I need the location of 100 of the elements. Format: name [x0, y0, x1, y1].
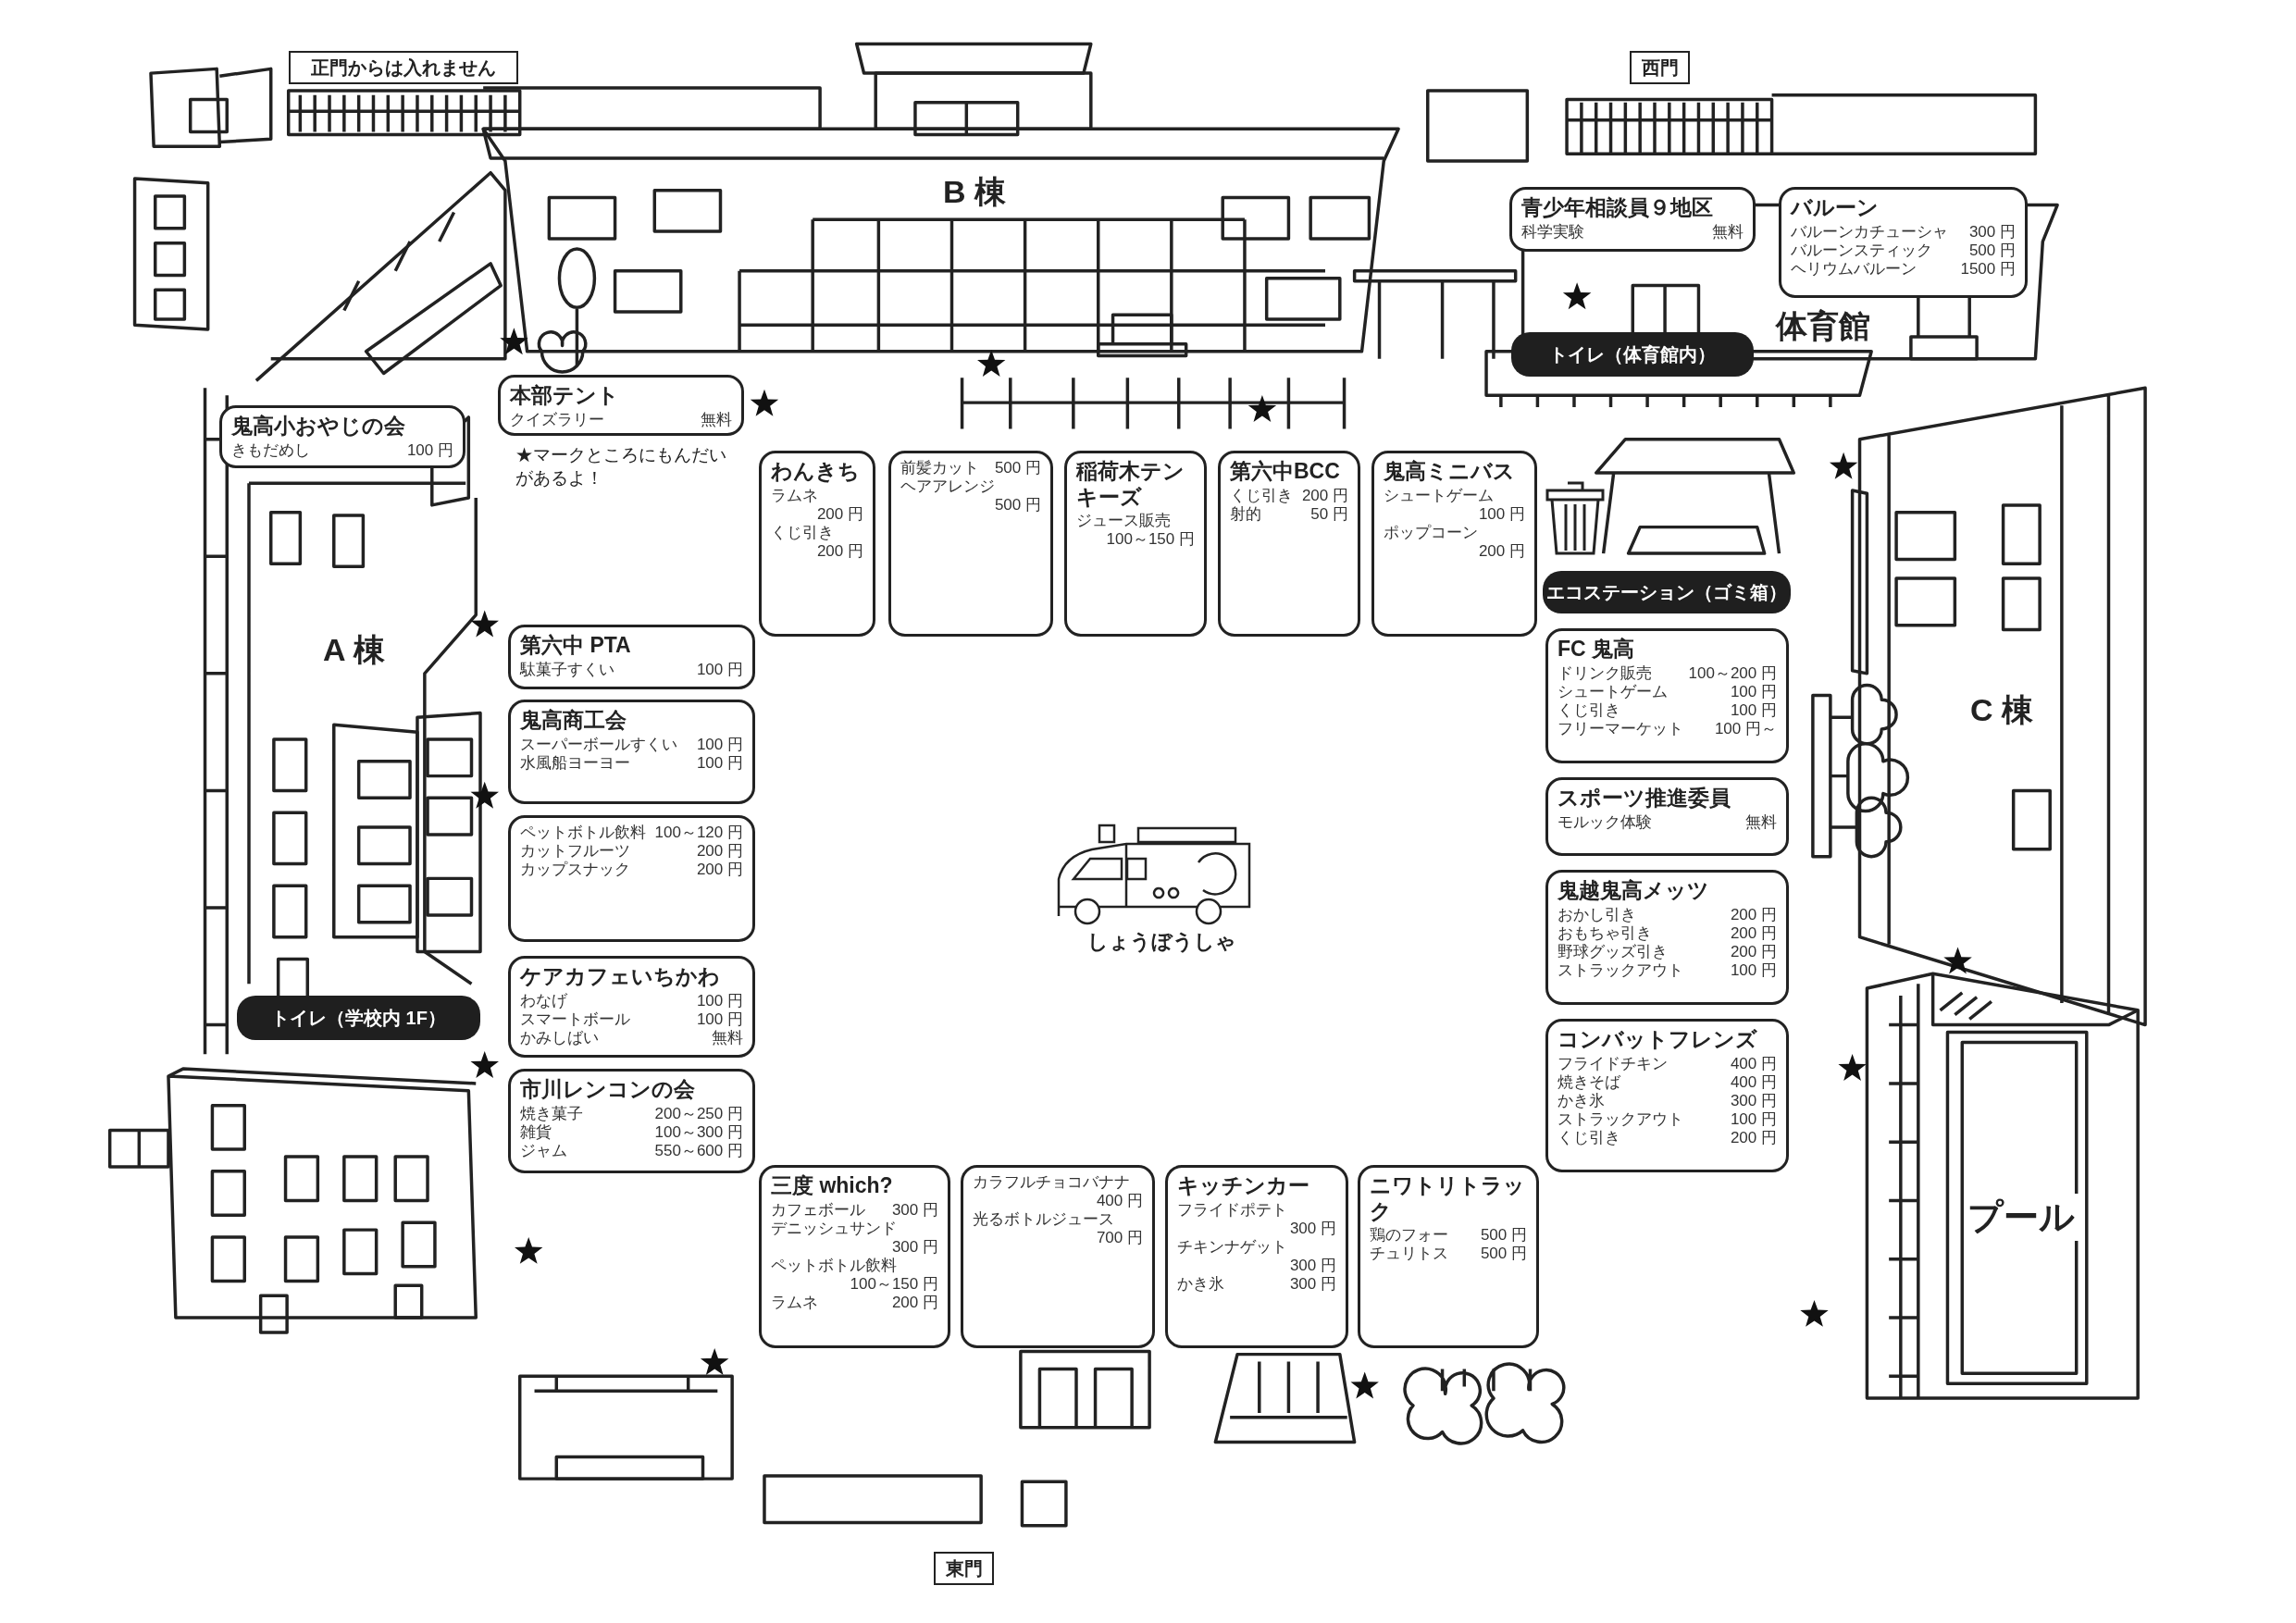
booth-name: 第六中BCC — [1230, 459, 1341, 485]
booth-box — [1509, 187, 1756, 252]
item-price: 200 円 — [1729, 942, 1777, 961]
item-name: きもだめし — [231, 440, 310, 460]
item-price: 100～300 円 — [653, 1122, 743, 1142]
booth-name: 三度 which? — [771, 1173, 894, 1199]
item-price: 50 円 — [1309, 504, 1348, 524]
item-price: 500 円 — [993, 459, 1041, 478]
item-price: 300 円 — [890, 1200, 938, 1220]
booth-box — [508, 700, 755, 804]
item-price: 300 円 — [1288, 1256, 1336, 1275]
item-name: ヘリウムバルーン — [1791, 259, 1917, 279]
item-price: 100 円 — [1729, 700, 1777, 720]
item-price: 200 円 — [1300, 486, 1348, 505]
item-price: 100 円 — [695, 991, 743, 1010]
item-price: 100 円 — [1729, 682, 1777, 701]
item-price: 200～250 円 — [653, 1104, 743, 1123]
item-price: 100～150 円 — [849, 1274, 938, 1294]
item-name: フライドチキン — [1558, 1054, 1668, 1073]
item-name: くじ引き — [771, 523, 834, 542]
item-price: 1500 円 — [1959, 259, 2016, 279]
booth-box — [498, 375, 744, 436]
item-price: 300 円 — [890, 1237, 938, 1257]
item-price: 200 円 — [695, 842, 743, 861]
item-name: わなげ — [520, 991, 567, 1010]
item-name: チキンナゲット — [1177, 1237, 1287, 1257]
item-name: バルーンカチューシャ — [1791, 222, 1948, 242]
item-name: かき氷 — [1558, 1091, 1605, 1110]
item-name: 雑貨 — [520, 1122, 552, 1142]
item-name: 科学実験 — [1521, 222, 1584, 242]
item-price: 400 円 — [1729, 1072, 1777, 1092]
booth-name: 鬼高小おやじの会 — [231, 414, 406, 440]
item-name: ポップコーン — [1384, 523, 1478, 542]
booth-box — [1218, 451, 1360, 637]
item-name: 光るボトルジュース — [973, 1210, 1114, 1230]
item-name: 野球グッズ引き — [1558, 942, 1668, 961]
item-name: カットフルーツ — [520, 842, 630, 861]
item-price: 100 円 — [405, 440, 453, 460]
booth-name: 市川レンコンの会 — [520, 1077, 696, 1103]
item-price: 100～120 円 — [653, 824, 743, 843]
item-price: 550～600 円 — [653, 1141, 743, 1160]
item-name: ジャム — [520, 1141, 567, 1160]
item-name: カフェボール — [771, 1200, 865, 1220]
item-price: 100 円 — [695, 1010, 743, 1029]
booth-name: わんきち — [771, 459, 861, 485]
gate-sign: 正門からは入れません — [289, 51, 518, 84]
booth-name: ニワトリトラック — [1370, 1173, 1526, 1225]
item-name: スーパーボールすくい — [520, 735, 677, 754]
item-name: フライドポテト — [1177, 1200, 1287, 1220]
item-name: くじ引き — [1558, 700, 1620, 720]
item-price: 200 円 — [1729, 1128, 1777, 1147]
item-name: フリーマーケット — [1558, 719, 1683, 738]
item-name: ラムネ — [771, 1293, 818, 1312]
item-price: 無料 — [700, 410, 732, 429]
booth-name: ケアカフェいちかわ — [520, 964, 721, 990]
item-price: 200 円 — [1729, 923, 1777, 943]
item-name: モルック体験 — [1558, 812, 1652, 832]
item-price: 無料 — [711, 1028, 743, 1047]
item-name: ストラックアウト — [1558, 1109, 1683, 1129]
booth-name: 鬼高商工会 — [520, 708, 627, 734]
item-price: 100 円 — [695, 735, 743, 754]
booth-box — [508, 815, 755, 942]
item-name: ジュース販売 — [1076, 512, 1171, 531]
item-price: 500 円 — [1479, 1226, 1527, 1245]
item-price: 200 円 — [815, 504, 863, 524]
item-name: シュートゲーム — [1558, 682, 1668, 701]
item-name: 水風船ヨーヨー — [520, 753, 630, 773]
item-name: ペットボトル飲料 — [520, 824, 646, 843]
booth-name: 鬼高ミニバス — [1384, 459, 1516, 485]
item-price: 100～200 円 — [1687, 663, 1777, 683]
booth-name: スポーツ推進委員 — [1558, 786, 1731, 812]
item-name: スマートボール — [520, 1010, 630, 1029]
item-name: 駄菓子すくい — [520, 660, 614, 679]
booth-box — [1779, 187, 2028, 298]
item-name: 焼き菓子 — [520, 1104, 583, 1123]
gate-sign: 東門 — [934, 1552, 994, 1585]
item-price: 100 円 — [695, 660, 743, 679]
item-price: 100 円 — [1729, 960, 1777, 980]
booth-name: FC 鬼高 — [1558, 637, 1636, 663]
booth-box — [1358, 1165, 1539, 1348]
booth-name: キッチンカー — [1177, 1173, 1310, 1199]
booth-name: 本部テント — [510, 383, 620, 409]
item-name: かき氷 — [1177, 1274, 1224, 1294]
item-name: バルーンスティック — [1791, 241, 1932, 260]
item-name: 前髪カット — [900, 459, 979, 478]
item-name: おもちゃ引き — [1558, 923, 1652, 943]
item-name: くじ引き — [1230, 486, 1293, 505]
item-price: 500 円 — [993, 496, 1041, 515]
item-price: 100 円～ — [1713, 719, 1777, 738]
item-name: ドリンク販売 — [1558, 663, 1652, 683]
item-name: 焼きそば — [1558, 1072, 1620, 1092]
item-price: 無料 — [1711, 222, 1744, 242]
booth-name: 鬼越鬼高メッツ — [1558, 878, 1710, 904]
booth-box — [1545, 1019, 1789, 1172]
booth-name: バルーン — [1791, 195, 1880, 221]
item-name: かみしばい — [520, 1028, 599, 1047]
booth-box — [961, 1165, 1155, 1348]
item-name: デニッシュサンド — [771, 1219, 897, 1238]
item-name: ペットボトル飲料 — [771, 1256, 897, 1275]
item-price: 100～150 円 — [1105, 530, 1195, 550]
